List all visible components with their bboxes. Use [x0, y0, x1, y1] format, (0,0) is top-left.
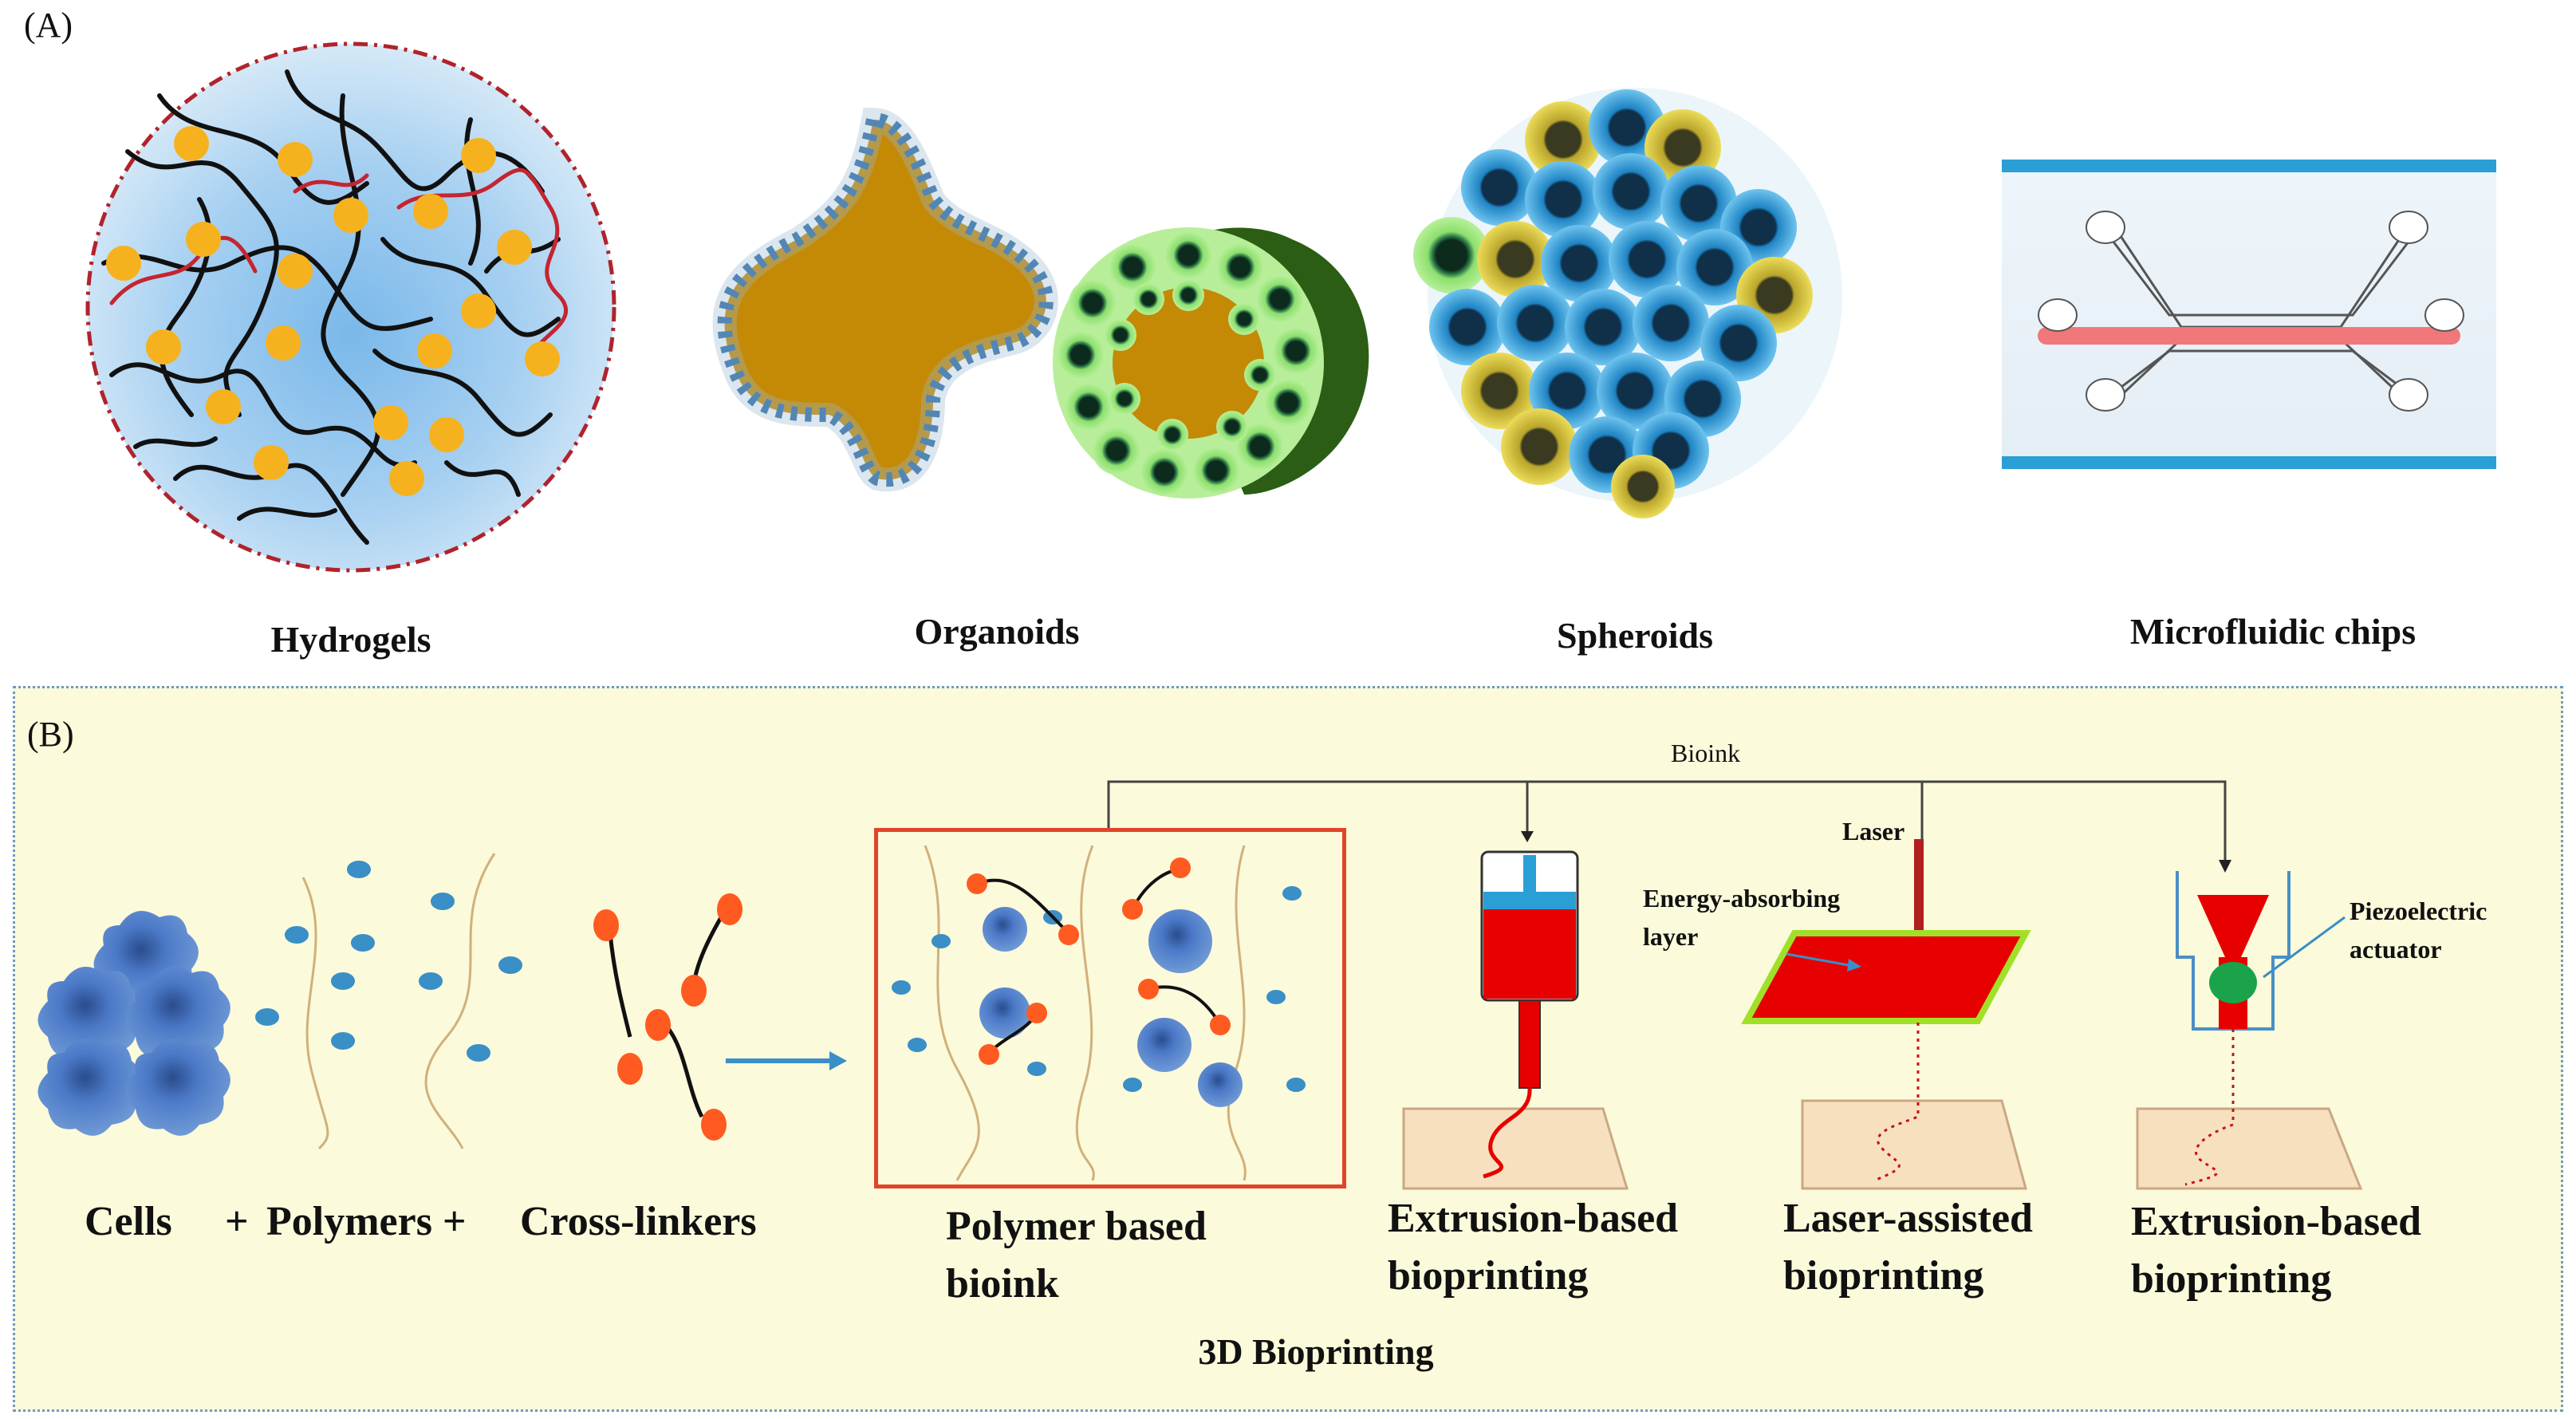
organoid-ring-illustration	[1053, 227, 1369, 499]
laser-printer	[1741, 839, 2031, 1190]
caption-hydrogels: Hydrogels	[270, 619, 431, 660]
method-1-line2: bioprinting	[1388, 1253, 1589, 1299]
crosslinkers-illustration	[593, 893, 742, 1141]
bioink-label: Bioink	[1671, 739, 1741, 767]
microfluidic-chip-illustration	[2002, 160, 2496, 469]
extrusion-printer-1	[1402, 850, 1629, 1190]
energy-layer-label-2: layer	[1643, 922, 1699, 951]
method-3-line2: bioprinting	[2131, 1256, 2332, 1302]
cells-cluster-illustration	[37, 911, 230, 1136]
piezo-label-2: actuator	[2350, 935, 2442, 964]
organoid-star-illustration	[712, 107, 1058, 492]
caption-microfluidic-chips: Microfluidic chips	[2129, 611, 2416, 652]
method-2-line2: bioprinting	[1783, 1253, 1984, 1299]
polymers-label: Polymers +	[266, 1199, 467, 1244]
footer-3d-bioprinting: 3D Bioprinting	[1198, 1331, 1434, 1372]
caption-organoids: Organoids	[914, 611, 1080, 652]
cells-label: Cells	[85, 1199, 172, 1244]
method-3-line1: Extrusion-based	[2131, 1199, 2422, 1244]
laser-label: Laser	[1842, 817, 1905, 845]
polymers-illustration	[255, 853, 522, 1150]
panel-a-label: (A)	[24, 6, 73, 45]
method-1-line1: Extrusion-based	[1388, 1196, 1679, 1241]
arrow-to-bioink	[726, 1051, 847, 1070]
crosslinkers-label: Cross-linkers	[520, 1199, 757, 1244]
polymer-bioink-line2: bioink	[946, 1261, 1059, 1307]
panel-b-label: (B)	[27, 715, 74, 754]
caption-spheroids: Spheroids	[1556, 615, 1714, 656]
piezo-label-1: Piezoelectric	[2350, 897, 2487, 925]
spheroid-illustration	[1413, 88, 1842, 518]
polymer-bioink-line1: Polymer based	[946, 1204, 1207, 1249]
energy-layer-label-1: Energy-absorbing	[1643, 884, 1841, 912]
bioink-mixture-illustration	[892, 845, 1306, 1181]
arrow-head-1	[1521, 831, 1534, 842]
method-2-line1: Laser-assisted	[1783, 1196, 2033, 1241]
arrow-head-3	[2219, 860, 2231, 873]
piezo-printer	[2136, 871, 2363, 1190]
plus-sign: +	[225, 1199, 249, 1244]
hydrogel-illustration	[85, 41, 616, 573]
polymer-bioink-box	[874, 828, 1346, 1188]
